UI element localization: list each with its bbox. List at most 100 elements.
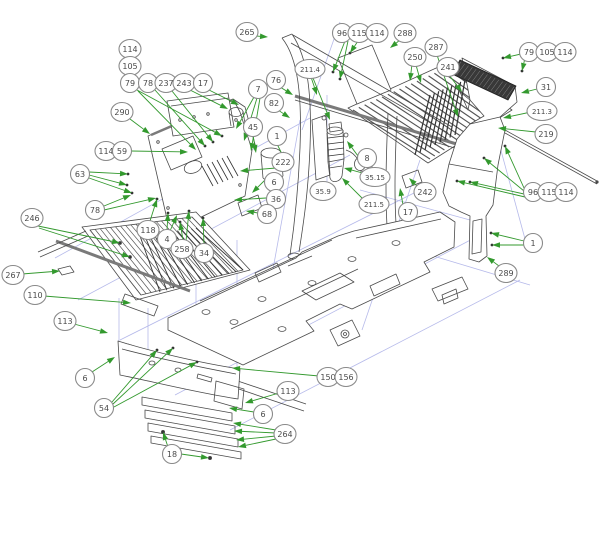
part-balloon-258[interactable]: 258 [170, 238, 194, 260]
leader-arrow [521, 62, 527, 71]
part-number: 222 [275, 158, 290, 167]
part-balloon-31[interactable]: 31 [535, 76, 557, 98]
part-balloon-118[interactable]: 118 [136, 219, 160, 241]
leader-line [236, 96, 255, 129]
leader-line [171, 90, 213, 142]
part-balloon-76[interactable]: 76 [265, 69, 287, 91]
part-balloon-4[interactable]: 4 [156, 228, 178, 250]
leader-arrow [219, 102, 228, 109]
leader-line [279, 86, 293, 95]
part-balloon-63[interactable]: 63 [69, 163, 91, 185]
part-balloon-267[interactable]: 267 [1, 264, 25, 286]
leader-arrow [240, 167, 249, 174]
part-balloon-79[interactable]: 79 [518, 41, 540, 63]
part-number: 114 [369, 29, 384, 38]
part-balloon-211.4[interactable]: 211.4 [294, 58, 326, 80]
machine-line-art [37, 33, 599, 460]
leader-line [312, 77, 330, 120]
part-balloon-59[interactable]: 59 [111, 140, 133, 162]
part-balloon-211.5[interactable]: 211.5 [358, 193, 390, 215]
leader-arrow [119, 170, 128, 177]
leader-arrow [236, 436, 245, 442]
leader-arrow [503, 113, 512, 120]
part-number: 105 [539, 48, 554, 57]
part-balloon-82[interactable]: 82 [263, 92, 285, 114]
leader-arrow [259, 33, 268, 40]
part-balloon-246[interactable]: 246 [20, 207, 44, 229]
part-number: 114 [122, 45, 137, 54]
part-balloon-6[interactable]: 6 [263, 171, 285, 193]
part-balloon-114[interactable]: 114 [554, 181, 578, 203]
part-balloon-113[interactable]: 113 [276, 380, 300, 402]
part-balloon-18[interactable]: 18 [161, 443, 183, 465]
part-balloon-54[interactable]: 54 [93, 397, 115, 419]
part-balloon-35.15[interactable]: 35.15 [359, 166, 391, 188]
leader-line [333, 40, 346, 72]
part-number: 110 [27, 291, 42, 300]
part-balloon-110[interactable]: 110 [23, 284, 47, 306]
part-balloon-36[interactable]: 36 [265, 188, 287, 210]
part-balloon-6[interactable]: 6 [74, 367, 96, 389]
part-balloon-17[interactable]: 17 [397, 201, 419, 223]
part-number: 113 [280, 387, 295, 396]
part-number: 4 [164, 235, 169, 244]
part-balloon-6[interactable]: 6 [252, 403, 274, 425]
part-balloon-243[interactable]: 243 [172, 72, 196, 94]
part-balloon-241[interactable]: 241 [436, 56, 460, 78]
part-balloon-113[interactable]: 113 [53, 310, 77, 332]
part-balloon-156[interactable]: 156 [334, 366, 358, 388]
part-balloon-68[interactable]: 68 [256, 203, 278, 225]
part-balloon-219[interactable]: 219 [534, 123, 558, 145]
part-balloon-114[interactable]: 114 [365, 22, 389, 44]
part-balloon-211.3[interactable]: 211.3 [526, 100, 558, 122]
part-number: 34 [199, 249, 209, 258]
part-balloon-290[interactable]: 290 [110, 101, 134, 123]
leader-line [503, 53, 522, 59]
part-balloon-7[interactable]: 7 [247, 78, 269, 100]
part-balloon-105[interactable]: 105 [118, 55, 142, 77]
part-balloon-8[interactable]: 8 [356, 147, 378, 169]
part-balloon-115[interactable]: 115 [537, 181, 561, 203]
part-balloon-114[interactable]: 114 [553, 41, 577, 63]
part-number: 264 [277, 430, 292, 439]
part-balloon-1[interactable]: 1 [266, 125, 288, 147]
part-number: 18 [167, 450, 177, 459]
part-balloon-114[interactable]: 114 [118, 38, 142, 60]
part-balloon-264[interactable]: 264 [273, 423, 297, 445]
part-number: 78 [143, 79, 153, 88]
part-number: 59 [117, 147, 127, 156]
part-balloon-287[interactable]: 287 [424, 36, 448, 58]
part-balloon-45[interactable]: 45 [242, 116, 264, 138]
leader-line [103, 197, 156, 211]
leader-arrow [492, 242, 500, 248]
leader-arrow [188, 142, 196, 150]
leader-arrow [197, 138, 205, 146]
part-balloon-34[interactable]: 34 [193, 242, 215, 264]
part-balloon-17[interactable]: 17 [192, 72, 214, 94]
leader-line [505, 146, 525, 189]
part-number: 114 [98, 147, 113, 156]
support-rod [504, 129, 599, 185]
part-number: 17 [198, 79, 208, 88]
part-balloon-35.9[interactable]: 35.9 [309, 180, 337, 202]
part-balloon-79[interactable]: 79 [119, 72, 141, 94]
part-balloon-289[interactable]: 289 [494, 262, 518, 284]
part-number: 115 [351, 29, 366, 38]
leader-line [338, 40, 349, 79]
part-balloon-1[interactable]: 1 [522, 232, 544, 254]
leader-arrow [498, 126, 507, 132]
leader-arrow [457, 180, 466, 186]
part-balloon-265[interactable]: 265 [235, 21, 259, 43]
leader-arrow [246, 209, 255, 216]
leader-arrow [347, 141, 354, 150]
louver-hatch [452, 61, 515, 99]
part-number: 115 [541, 188, 556, 197]
leader-line [73, 323, 108, 334]
part-number: 211.4 [300, 66, 321, 74]
part-balloon-288[interactable]: 288 [393, 22, 417, 44]
leader-lines [21, 33, 538, 460]
part-balloon-242[interactable]: 242 [413, 181, 437, 203]
part-balloon-222[interactable]: 222 [271, 151, 295, 173]
part-balloon-78[interactable]: 78 [84, 199, 106, 221]
part-balloon-250[interactable]: 250 [403, 46, 427, 68]
